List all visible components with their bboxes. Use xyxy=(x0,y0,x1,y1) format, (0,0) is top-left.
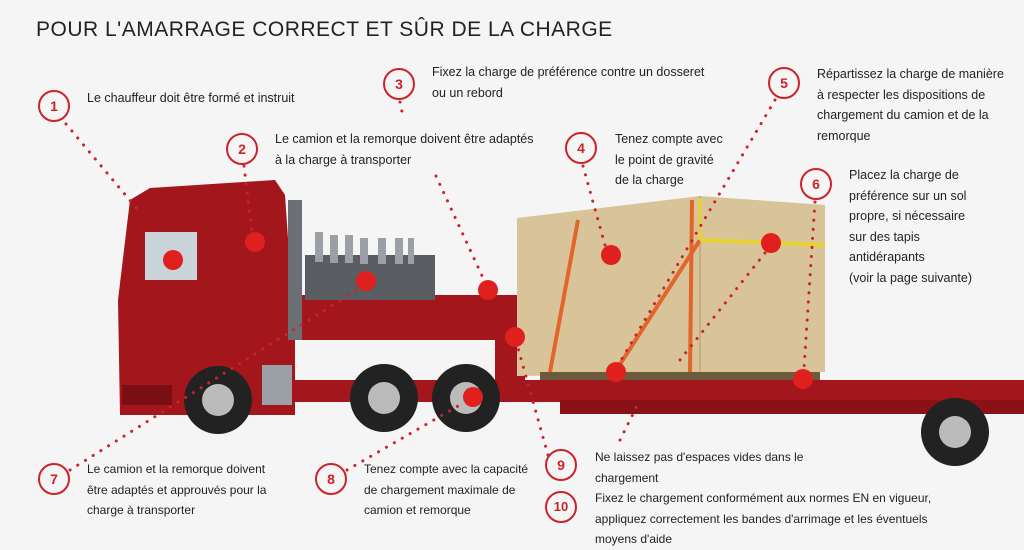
text-line: antidérapants xyxy=(849,250,925,264)
text-line: Le camion et la remorque doivent être ad… xyxy=(275,132,534,146)
step-3-badge: 3 xyxy=(383,68,415,100)
text-line: de la charge xyxy=(615,173,684,187)
leader-lines xyxy=(64,98,817,472)
step-2-badge: 2 xyxy=(226,133,258,165)
text-line: camion et remorque xyxy=(364,503,471,517)
text-line: Ne laissez pas d'espaces vides dans le xyxy=(595,450,804,464)
text-line: à la charge à transporter xyxy=(275,152,412,167)
text-line: Fixez la charge de préférence contre un … xyxy=(432,65,705,79)
text-line: Le camion et la remorque doivent xyxy=(87,462,266,476)
text-line: Répartissez la charge de manière xyxy=(817,67,1004,81)
text-line: sur des tapis xyxy=(849,229,920,244)
text-line: appliquez correctement les bandes d'arri… xyxy=(595,511,928,526)
step-9-text: Ne laissez pas d'espaces vides dans le c… xyxy=(595,447,803,488)
step-5-badge: 5 xyxy=(768,67,800,99)
step-3-text: Fixez la charge de préférence contre un … xyxy=(432,62,704,103)
step-8-badge: 8 xyxy=(315,463,347,495)
text-line: ou un rebord xyxy=(432,85,503,100)
page-title: POUR L'AMARRAGE CORRECT ET SÛR DE LA CHA… xyxy=(36,18,613,41)
text-line: à respecter les dispositions de xyxy=(817,87,986,102)
gooseneck xyxy=(290,295,518,340)
text-line: le point de gravité xyxy=(615,152,714,167)
text-line: préférence sur un sol xyxy=(849,188,967,203)
text-line: chargement xyxy=(595,470,659,485)
step-10-text: Fixez le chargement conformément aux nor… xyxy=(595,488,931,550)
text-line: Le chauffeur doit être formé et instruit xyxy=(87,91,295,105)
step-1-badge: 1 xyxy=(38,90,70,122)
step-9-badge: 9 xyxy=(545,449,577,481)
text-line: Fixez le chargement conformément aux nor… xyxy=(595,491,932,505)
step-7-text: Le camion et la remorque doivent être ad… xyxy=(87,459,266,521)
text-line: Placez la charge de xyxy=(849,168,959,182)
text-line: être adaptés et approuvés pour la xyxy=(87,482,267,497)
step-6-text: Placez la charge de préférence sur un so… xyxy=(849,165,972,288)
text-line: remorque xyxy=(817,128,871,143)
text-line: Tenez compte avec la capacité xyxy=(364,462,529,476)
step-8-text: Tenez compte avec la capacité de chargem… xyxy=(364,459,528,521)
step-10-badge: 10 xyxy=(545,491,577,523)
marker-dots xyxy=(163,232,813,407)
step-2-text: Le camion et la remorque doivent être ad… xyxy=(275,129,534,170)
text-line: de chargement maximale de xyxy=(364,482,516,497)
step-4-text: Tenez compte avec le point de gravité de… xyxy=(615,129,723,191)
step-1-text: Le chauffeur doit être formé et instruit xyxy=(87,88,295,109)
text-line: chargement du camion et de la xyxy=(817,108,989,122)
step-7-badge: 7 xyxy=(38,463,70,495)
step-5-text: Répartissez la charge de manière à respe… xyxy=(817,64,1004,146)
text-line: Tenez compte avec xyxy=(615,132,723,146)
step-4-badge: 4 xyxy=(565,132,597,164)
text-line: charge à transporter xyxy=(87,503,196,517)
text-line: (voir la page suivante) xyxy=(849,270,972,285)
text-line: moyens d'aide xyxy=(595,532,673,546)
text-line: propre, si nécessaire xyxy=(849,209,966,223)
step-6-badge: 6 xyxy=(800,168,832,200)
